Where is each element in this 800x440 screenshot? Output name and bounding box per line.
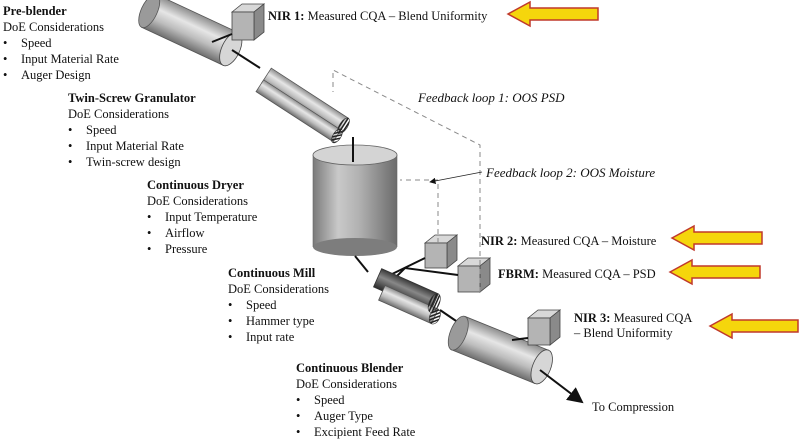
to-compression-label: To Compression bbox=[592, 400, 675, 414]
mill-text: Continuous Mill DoE Considerations Speed… bbox=[228, 265, 329, 345]
nir2-name: NIR 2: bbox=[481, 234, 518, 248]
list-item: Speed bbox=[3, 35, 119, 51]
feedback-loop-2-label: Feedback loop 2: OOS Moisture bbox=[486, 165, 656, 180]
mill-subtitle: DoE Considerations bbox=[228, 282, 330, 296]
dryer-subtitle: DoE Considerations bbox=[147, 194, 249, 208]
feedback-loop-1-label: Feedback loop 1: OOS PSD bbox=[418, 90, 565, 105]
feedback-loop-2-line bbox=[400, 179, 439, 243]
preblender-unit bbox=[138, 0, 266, 67]
nir1-text: Measured CQA – Blend Uniformity bbox=[307, 9, 488, 23]
loop2-pointer bbox=[429, 171, 483, 185]
nir3-label: NIR 3: Measured CQA – Blend Uniformity bbox=[574, 311, 692, 341]
nir3-sensor-box bbox=[526, 309, 562, 346]
list-item: Input Temperature bbox=[147, 209, 257, 225]
fbrm-sensor-box bbox=[456, 257, 492, 293]
left-arrow-icon bbox=[506, 0, 599, 28]
fbrm-name: FBRM: bbox=[498, 267, 539, 281]
granulator-unit bbox=[255, 67, 350, 144]
list-item: Auger Type bbox=[296, 408, 415, 424]
nir3-text: Measured CQA bbox=[613, 311, 693, 325]
granulator-title: Twin-Screw Granulator bbox=[68, 91, 196, 105]
blender-unit bbox=[447, 315, 553, 385]
left-arrow-icon bbox=[670, 224, 763, 252]
nir1-sensor-box bbox=[230, 3, 266, 41]
left-arrow-icon bbox=[708, 312, 799, 340]
list-item: Input rate bbox=[228, 329, 329, 345]
list-item: Pressure bbox=[147, 241, 257, 257]
fbrm-text: Measured CQA – PSD bbox=[542, 267, 656, 281]
granulator-subtitle: DoE Considerations bbox=[68, 107, 170, 121]
fbrm-label: FBRM: Measured CQA – PSD bbox=[498, 267, 656, 282]
dryer-text: Continuous Dryer DoE Considerations Inpu… bbox=[147, 177, 257, 257]
preblender-subtitle: DoE Considerations bbox=[3, 20, 105, 34]
nir2-label: NIR 2: Measured CQA – Moisture bbox=[481, 234, 656, 249]
preblender-title: Pre-blender bbox=[3, 4, 67, 18]
nir1-label: NIR 1: Measured CQA – Blend Uniformity bbox=[268, 9, 487, 24]
list-item: Input Material Rate bbox=[3, 51, 119, 67]
mill-unit bbox=[372, 268, 441, 325]
nir2-text: Measured CQA – Moisture bbox=[520, 234, 657, 248]
dryer-title: Continuous Dryer bbox=[147, 178, 244, 192]
nir3-text-line2: – Blend Uniformity bbox=[574, 326, 673, 340]
feedback-loop-1-line bbox=[332, 69, 481, 292]
blender-subtitle: DoE Considerations bbox=[296, 377, 398, 391]
list-item: Speed bbox=[228, 297, 329, 313]
dryer-unit bbox=[312, 144, 398, 256]
blender-text: Continuous Blender DoE Considerations Sp… bbox=[296, 360, 415, 440]
list-item: Excipient Feed Rate bbox=[296, 424, 415, 440]
blender-title: Continuous Blender bbox=[296, 361, 404, 375]
list-item: Speed bbox=[68, 122, 196, 138]
left-arrow-icon bbox=[668, 258, 761, 286]
list-item: Hammer type bbox=[228, 313, 329, 329]
list-item: Airflow bbox=[147, 225, 257, 241]
process-diagram bbox=[138, 0, 799, 404]
nir2-sensor-box bbox=[423, 234, 459, 269]
list-item: Auger Design bbox=[3, 67, 119, 83]
preblender-text: Pre-blender DoE Considerations Speed Inp… bbox=[3, 3, 119, 83]
to-compression-arrow bbox=[539, 369, 584, 404]
nir1-name: NIR 1: bbox=[268, 9, 305, 23]
list-item: Speed bbox=[296, 392, 415, 408]
nir3-name: NIR 3: bbox=[574, 311, 611, 325]
list-item: Input Material Rate bbox=[68, 138, 196, 154]
list-item: Twin-screw design bbox=[68, 154, 196, 170]
granulator-text: Twin-Screw Granulator DoE Considerations… bbox=[68, 90, 196, 170]
mill-title: Continuous Mill bbox=[228, 266, 316, 280]
